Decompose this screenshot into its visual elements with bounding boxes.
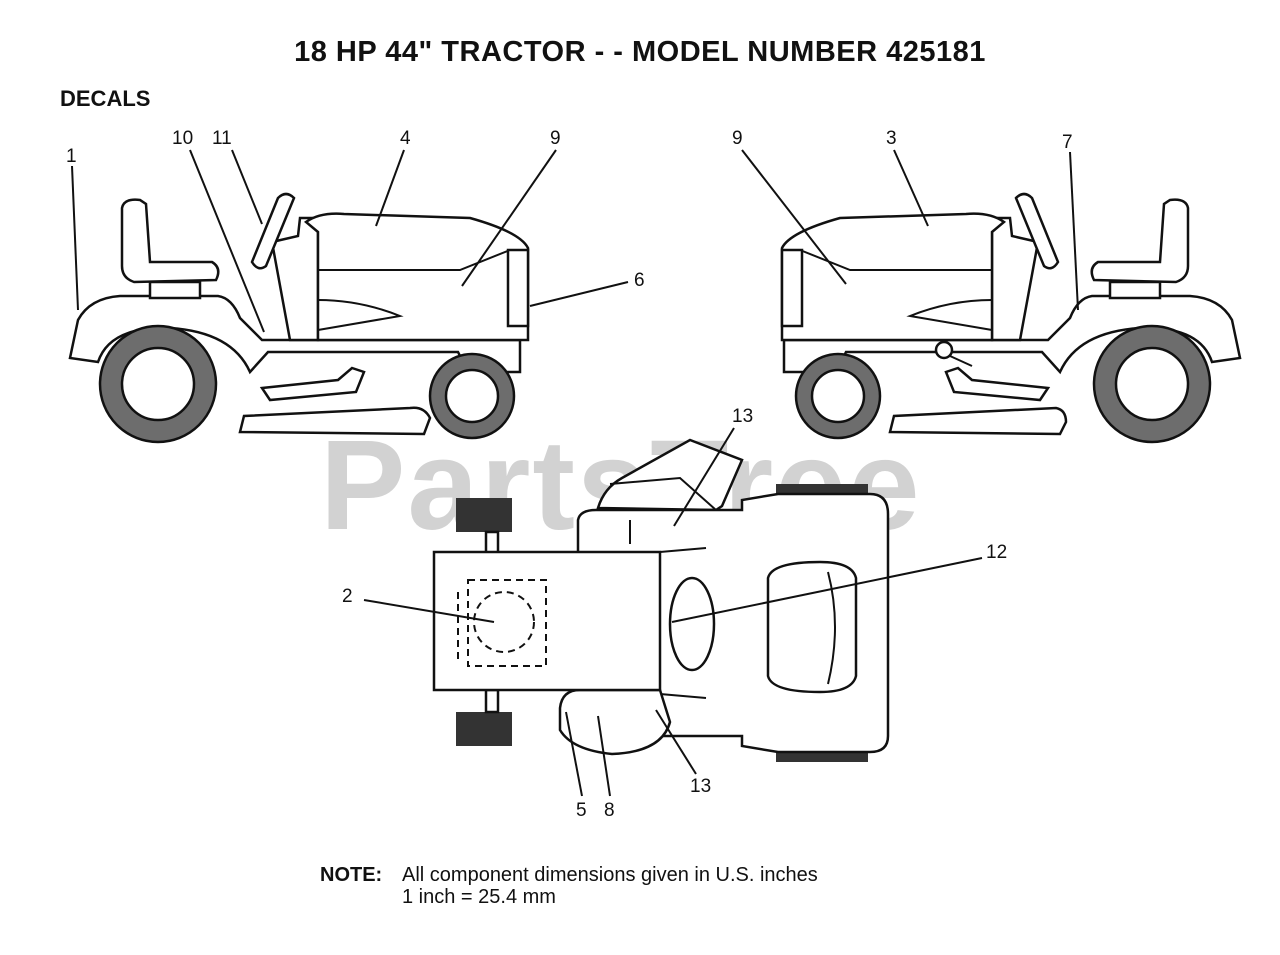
hood-crease <box>318 249 511 271</box>
steering-wheel <box>250 192 296 270</box>
mower-deck <box>238 406 432 436</box>
callout-11: 11 <box>212 128 232 149</box>
callout-13-upper: 13 <box>732 406 753 427</box>
axle-lower <box>484 688 500 714</box>
seat-right <box>1090 198 1190 284</box>
callout-12: 12 <box>986 542 1007 563</box>
side-panel-line <box>317 299 404 331</box>
callout-2: 2 <box>342 586 353 607</box>
callout-5: 5 <box>576 800 587 821</box>
callout-8: 8 <box>604 800 615 821</box>
side-panel-line-right <box>906 299 993 331</box>
hood-crease-right <box>799 249 992 271</box>
tractor-right-side-view <box>780 192 1242 444</box>
open-hood-panel <box>596 438 744 512</box>
callout-10: 10 <box>172 128 193 149</box>
grille <box>506 248 530 328</box>
note-line-2: 1 inch = 25.4 mm <box>402 886 556 908</box>
footrest-right <box>944 366 1051 402</box>
rear-tire-top-lower <box>456 712 512 746</box>
callout-9-right: 9 <box>732 128 743 149</box>
note-line-1: All component dimensions given in U.S. i… <box>402 864 818 886</box>
axle-upper <box>484 530 500 556</box>
hood-right <box>780 212 1007 342</box>
rear-hub <box>120 346 196 422</box>
seat-post-right <box>1108 280 1162 300</box>
callout-1: 1 <box>66 146 77 167</box>
lift-lever-knob <box>934 340 954 360</box>
grille-top-inner <box>827 571 836 685</box>
lift-lever <box>949 355 973 367</box>
front-hub-right <box>810 368 866 424</box>
grille-right <box>780 248 804 328</box>
diagram-title: 18 HP 44" TRACTOR - - MODEL NUMBER 42518… <box>294 36 986 68</box>
hood-panel-fold <box>609 476 717 511</box>
seat-outline <box>467 579 547 667</box>
callout-3: 3 <box>886 128 897 149</box>
callout-13-lower: 13 <box>690 776 711 797</box>
seat-post <box>148 280 202 300</box>
note-text: All component dimensions given in U.S. i… <box>402 864 818 908</box>
mower-deck-right <box>888 406 1068 436</box>
rear-hub-right <box>1114 346 1190 422</box>
dimensions-note: NOTE: All component dimensions given in U… <box>320 864 818 908</box>
steering-wheel-right <box>1014 192 1060 270</box>
dash-edges <box>659 547 707 699</box>
callout-9-left: 9 <box>550 128 561 149</box>
seat <box>120 198 220 284</box>
note-label: NOTE: <box>320 864 383 886</box>
tractor-left-side-view <box>68 192 530 444</box>
side-panel-top <box>558 688 672 756</box>
callout-numbers: 1 10 11 4 9 6 9 3 7 13 12 2 5 8 13 <box>66 128 1073 821</box>
hood <box>303 212 530 342</box>
callout-6: 6 <box>634 270 645 291</box>
footrest <box>259 366 366 402</box>
steering-column-top <box>668 576 716 672</box>
rear-tire-top-upper <box>456 498 512 532</box>
callout-4: 4 <box>400 128 411 149</box>
section-heading: DECALS <box>60 86 151 111</box>
callout-7: 7 <box>1062 132 1073 153</box>
tractor-top-view <box>432 438 890 762</box>
grille-top <box>766 560 858 694</box>
leader-lines <box>71 149 1079 797</box>
front-hub <box>444 368 500 424</box>
seat-deck <box>432 550 662 692</box>
seat-center-outline <box>473 591 535 653</box>
